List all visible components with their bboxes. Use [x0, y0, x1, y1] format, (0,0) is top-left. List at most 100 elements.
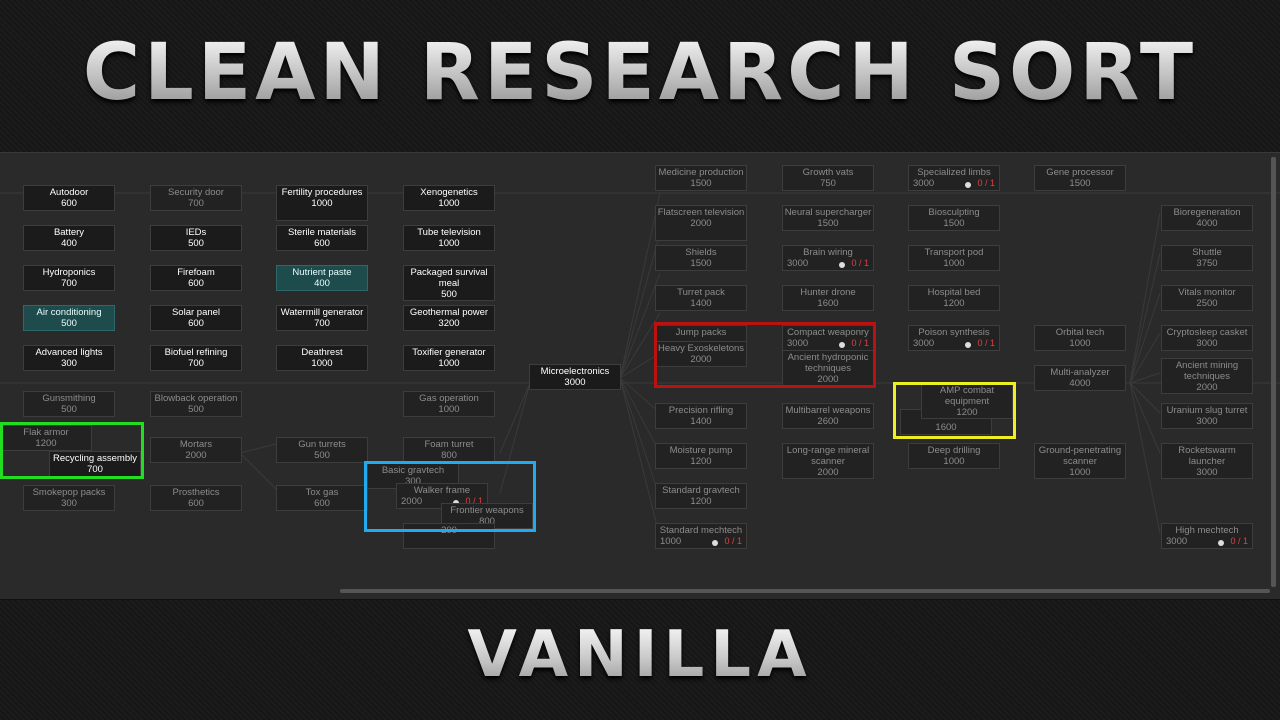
- research-node-name: Geothermal power: [409, 307, 489, 318]
- research-node-name: Fertility procedures: [281, 187, 363, 198]
- research-node-name: Moisture pump: [669, 445, 733, 456]
- research-node-cost: 1000: [311, 358, 333, 369]
- research-node-cost: 2000: [1196, 382, 1218, 393]
- research-node-cost: 600: [188, 278, 204, 289]
- research-node-name: Bioregeneration: [1173, 207, 1241, 218]
- research-node-name: Cryptosleep casket: [1166, 327, 1248, 338]
- research-node-cost: 800: [479, 516, 495, 527]
- research-node-name: Autodoor: [49, 187, 89, 198]
- research-node-name: Growth vats: [802, 167, 854, 178]
- vertical-scrollbar[interactable]: [1271, 157, 1276, 587]
- research-node-cost: 1000: [1069, 338, 1091, 349]
- research-node-cost: 700: [87, 464, 103, 475]
- research-node-requirement: 0 / 1: [977, 178, 995, 188]
- research-node-name: Rocketswarm launcher: [1178, 445, 1236, 467]
- research-node-cost: 3000: [1196, 467, 1218, 478]
- research-node-cost: 3000: [787, 258, 809, 269]
- research-node-name: Heavy Exoskeletons: [657, 343, 745, 354]
- research-node-cost: 3000: [564, 377, 586, 388]
- research-node-cost: 400: [61, 238, 77, 249]
- research-node-cost: 1400: [690, 298, 712, 309]
- research-node-cost: 1000: [660, 536, 682, 547]
- research-node-name: Firefoam: [177, 267, 215, 278]
- horizontal-scrollbar[interactable]: [340, 589, 1270, 593]
- research-node-cost: 1000: [438, 198, 460, 209]
- research-node-cost: 1500: [943, 218, 965, 229]
- research-node-name: Gene processor: [1046, 167, 1114, 178]
- research-node-cost: 1500: [690, 258, 712, 269]
- research-node-requirement: 0 / 1: [1230, 536, 1248, 546]
- research-node-name: Multi-analyzer: [1050, 367, 1110, 378]
- research-node-cost: 1200: [943, 298, 965, 309]
- research-node-name: Prosthetics: [172, 487, 220, 498]
- research-node-cost: 3750: [1196, 258, 1218, 269]
